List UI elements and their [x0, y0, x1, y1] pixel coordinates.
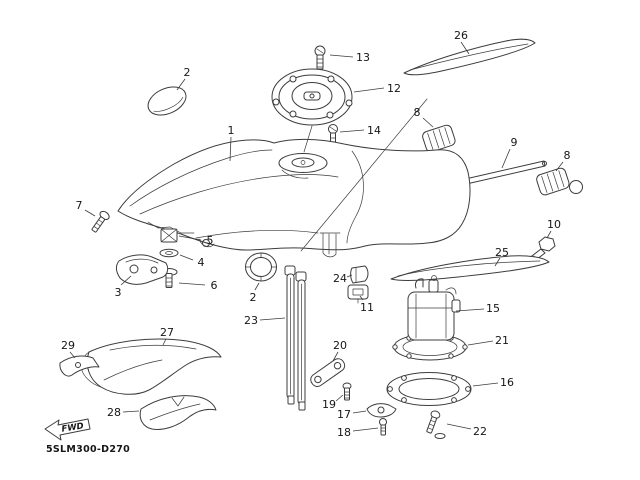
leader-line-21-21 — [467, 340, 494, 346]
part-label-28-30: 28 — [107, 406, 121, 419]
heat-shield-drawing — [80, 338, 222, 395]
leader-line-5-11 — [178, 235, 202, 241]
leader-line-3-13 — [120, 275, 132, 286]
part-label-25-18: 25 — [495, 246, 509, 259]
screw-18-drawing — [379, 418, 387, 436]
part-label-5-11: 5 — [207, 234, 214, 247]
emblem-oval-drawing — [147, 86, 187, 116]
fuel-pump-drawing — [392, 275, 468, 361]
fuel-cap-drawing — [271, 68, 353, 126]
part-label-29-23: 29 — [61, 339, 75, 352]
part-label-12-2: 12 — [387, 82, 401, 95]
part-label-23-19: 23 — [244, 314, 258, 327]
part-label-18-28: 18 — [337, 426, 351, 439]
hose-clamp-24-drawing — [350, 265, 369, 284]
leader-line-23-19 — [259, 317, 286, 321]
part-label-21-21: 21 — [495, 334, 509, 347]
fwd-arrow-label: FWD — [61, 421, 85, 434]
screw-19-drawing — [342, 382, 352, 401]
side-screw-7-drawing — [91, 210, 110, 233]
part-label-16-25: 16 — [500, 376, 514, 389]
fwd-arrow: FWD — [44, 418, 91, 441]
leader-line-13-0 — [329, 54, 354, 58]
cover-blade-lower-drawing — [390, 255, 550, 281]
leader-line-26-3 — [460, 41, 470, 55]
leader-line-22-29 — [446, 423, 472, 430]
part-label-7-9: 7 — [76, 199, 83, 212]
leader-line-11-17 — [359, 295, 364, 301]
part-label-3-13: 3 — [115, 286, 122, 299]
hook-bracket-17-drawing — [366, 403, 397, 418]
shield-bracket-29-drawing — [59, 355, 100, 377]
leader-line-10-10 — [546, 230, 552, 239]
leader-line-25-18 — [494, 257, 501, 267]
leader-line-2-15 — [254, 282, 260, 291]
damper-collar-stack-drawing — [159, 228, 179, 288]
leader-line-7-9 — [84, 209, 96, 217]
part-label-15-20: 15 — [486, 302, 500, 315]
part-label-8-8: 8 — [564, 149, 571, 162]
leader-line-4-12 — [179, 254, 194, 261]
diagram-code: 5SLM300-D270 — [46, 444, 130, 455]
part-label-10-10: 10 — [547, 218, 561, 231]
part-label-1-6: 1 — [228, 124, 235, 137]
leader-line-12-2 — [353, 87, 385, 93]
part-label-24-16: 24 — [333, 272, 347, 285]
screw-22-drawing — [426, 410, 446, 439]
hose-clamp-11-drawing — [347, 284, 369, 304]
part-label-6-14: 6 — [211, 279, 218, 292]
leader-line-16-25 — [472, 382, 499, 387]
leader-line-17-27 — [352, 410, 367, 414]
leader-line-24-16 — [346, 274, 353, 278]
stay-bracket-20-drawing — [310, 358, 346, 387]
leader-line-8-8 — [555, 161, 564, 172]
front-bracket-drawing — [116, 254, 169, 285]
part-label-9-7: 9 — [511, 136, 518, 149]
leader-line-15-20 — [455, 308, 485, 312]
leader-line-27-22 — [162, 338, 167, 346]
part-label-19-26: 19 — [322, 398, 336, 411]
leader-line-29-23 — [69, 351, 76, 359]
part-label-26-3: 26 — [454, 29, 468, 42]
part-label-14-4: 14 — [367, 124, 381, 137]
part-label-8-5: 8 — [414, 106, 421, 119]
leader-line-6-14 — [178, 282, 206, 286]
leader-line-2-1 — [176, 78, 186, 91]
damper-grommet-right-drawing — [536, 167, 583, 196]
pump-ring-plate-drawing — [386, 372, 472, 406]
cover-panel-28-drawing — [139, 395, 217, 430]
emblem-disc-drawing — [245, 252, 277, 282]
part-label-13-0: 13 — [356, 51, 370, 64]
part-label-22-29: 22 — [473, 425, 487, 438]
leader-line-19-26 — [335, 394, 344, 402]
leader-line-18-28 — [352, 427, 379, 432]
cap-screw-13-drawing — [314, 45, 326, 70]
leader-line-9-7 — [501, 148, 511, 169]
leader-line-28-30 — [122, 410, 140, 413]
part-label-2-15: 2 — [250, 291, 257, 304]
leader-line-14-4 — [339, 129, 365, 133]
part-label-2-1: 2 — [184, 66, 191, 79]
part-label-4-12: 4 — [198, 256, 205, 269]
part-label-17-27: 17 — [337, 408, 351, 421]
part-label-20-24: 20 — [333, 339, 347, 352]
leader-line-20-24 — [332, 351, 339, 362]
leader-line-8-5 — [422, 117, 434, 128]
leader-line-1-6 — [229, 136, 232, 162]
part-label-11-17: 11 — [360, 301, 374, 314]
leader-lines-layer — [69, 41, 564, 432]
fuel-hoses-drawing — [284, 265, 307, 411]
part-label-27-22: 27 — [160, 326, 174, 339]
damper-grommet-left-drawing — [422, 124, 456, 153]
fuel-tank-drawing — [117, 98, 471, 258]
cover-blade-upper-drawing — [403, 38, 536, 76]
